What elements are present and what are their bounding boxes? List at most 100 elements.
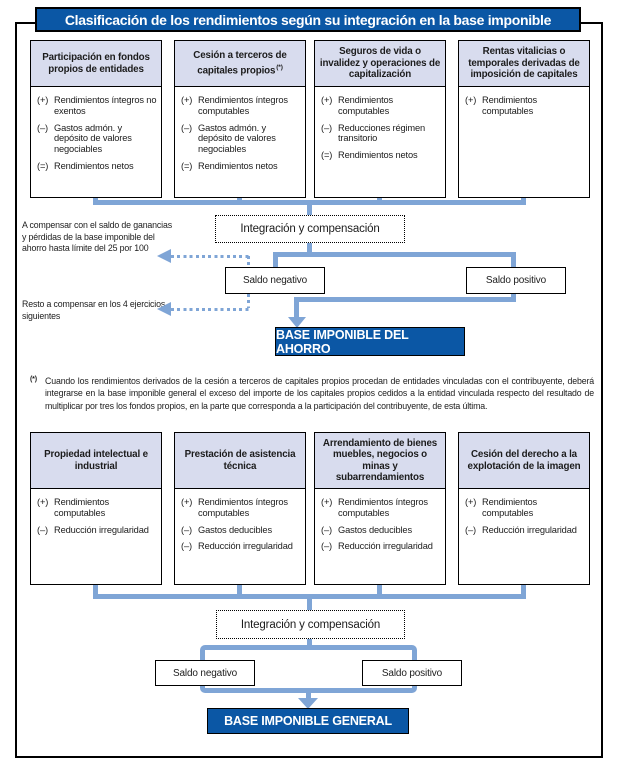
item-text: Reducción irregularidad xyxy=(198,541,293,552)
list-item: (+)Rendimientos íntegros computables xyxy=(321,497,442,519)
list-item: (–)Reducción irregularidad xyxy=(465,525,586,536)
note-remainder: Resto a compensar en los 4 ejercicios si… xyxy=(22,299,166,321)
connector-bus xyxy=(93,594,526,599)
dotted-connector xyxy=(171,308,249,311)
item-sign: (–) xyxy=(465,524,476,535)
saldo-positivo-general: Saldo positivo xyxy=(362,660,462,686)
item-text: Rendimientos netos xyxy=(54,160,134,171)
box-title: Participación en fondos propios de entid… xyxy=(42,52,150,75)
item-sign: (=) xyxy=(181,160,193,171)
list-item: (–) Gastos admón. y depósito de valores n… xyxy=(37,123,158,155)
list-item: (+)Rendimientos computables xyxy=(321,95,442,117)
item-text: Rendimientos netos xyxy=(338,150,418,161)
note-compensation: A compensar con el saldo de ganancias y … xyxy=(22,220,172,253)
item-text: Gastos admón. y depósito de valores nego… xyxy=(54,122,132,155)
connector-drop xyxy=(307,639,312,648)
box-body: (+)Rendimientos computables xyxy=(459,87,589,126)
page-title-text: Clasificación de los rendimientos según … xyxy=(64,11,552,28)
result-label: BASE IMPONIBLE DEL AHORRO xyxy=(276,327,409,356)
integration-label: Integración y compensación xyxy=(240,618,381,631)
page-title: Clasificación de los rendimientos según … xyxy=(35,7,581,32)
item-sign: (+) xyxy=(181,497,193,507)
box-cesion-terceros-capitales: Cesión a terceros de capitales propios(*… xyxy=(174,40,306,198)
item-text: Gastos deducibles xyxy=(338,524,412,535)
box-title: Cesión del derecho a la explotación de l… xyxy=(467,449,581,472)
item-text: Reducciones régimen transitorio xyxy=(338,122,426,144)
base-imponible-ahorro: BASE IMPONIBLE DEL AHORRO xyxy=(275,327,465,356)
box-body: (+)Rendimientos computables (–)Reducción… xyxy=(459,489,589,544)
arrow-down-icon xyxy=(298,698,318,709)
connector-arrow-line xyxy=(306,691,311,700)
list-item: (+) Rendimientos íntegros computables xyxy=(181,497,302,519)
list-item: (–) Reducción irregularidad xyxy=(37,525,158,536)
item-sign: (=) xyxy=(321,150,333,161)
list-item: (–) Reducciones régimen transitorio xyxy=(321,123,442,145)
connector-drop xyxy=(307,205,312,215)
box-body: (+)Rendimientos computables (–) Reduccion… xyxy=(315,87,445,170)
dotted-connector xyxy=(171,255,249,258)
item-text: Rendimientos netos xyxy=(198,160,278,171)
list-item: (=)Rendimientos netos xyxy=(37,161,158,172)
item-text: Rendimientos íntegros computables xyxy=(198,95,288,116)
list-item: (+) Rendimientos íntegros computables xyxy=(181,95,302,117)
item-text: Reducción irregularidad xyxy=(54,524,149,535)
list-item: (–)Reducción irregularidad xyxy=(321,541,442,552)
item-sign: (–) xyxy=(37,524,48,535)
saldo-label: Saldo positivo xyxy=(485,275,547,286)
list-item: (–) Gastos admón. y depósito de valores n… xyxy=(181,123,302,155)
saldo-negativo-ahorro: Saldo negativo xyxy=(225,267,325,294)
box-header: Arrendamiento de bienes muebles, negocio… xyxy=(315,433,445,489)
arrow-left-icon xyxy=(157,249,171,263)
item-text: Reducción irregularidad xyxy=(338,541,433,552)
item-text: Rendimientos computables xyxy=(338,95,394,116)
box-cesion-derecho-imagen: Cesión del derecho a la explotación de l… xyxy=(458,432,590,585)
connector-elbow-left xyxy=(273,252,278,269)
box-seguros-vida-invalidez: Seguros de vida o invalidez y operacione… xyxy=(314,40,446,198)
item-sign: (+) xyxy=(465,95,477,105)
connector-bus xyxy=(93,200,526,205)
arrow-down-icon xyxy=(288,317,306,328)
box-prestacion-asistencia: Prestación de asistencia técnica (+)Rend… xyxy=(174,432,306,585)
item-text: Gastos admón. y depósito de valores nego… xyxy=(198,122,276,155)
arrow-left-icon xyxy=(157,302,171,316)
box-body: (+)Rendimientos íntegros computables (–)… xyxy=(315,489,445,561)
box-header: Cesión a terceros de capitales propios(*… xyxy=(175,41,305,87)
item-sign: (–) xyxy=(181,524,192,535)
item-sign: (+) xyxy=(465,497,477,507)
box-title: Arrendamiento de bienes muebles, negocio… xyxy=(322,437,438,484)
item-text: Rendimientos íntegros no exentos xyxy=(54,95,157,116)
item-sign: (+) xyxy=(37,497,49,507)
item-sign: (–) xyxy=(321,122,332,133)
box-propiedad-intelectual: Propiedad intelectual e industrial (+)Re… xyxy=(30,432,162,585)
box-title-text: Cesión a terceros de capitales propios xyxy=(193,50,287,77)
item-sign: (–) xyxy=(181,122,192,133)
box-title: Cesión a terceros de capitales propios(*… xyxy=(178,50,302,76)
box-header: Seguros de vida o invalidez y operacione… xyxy=(315,41,445,87)
saldo-label: Saldo positivo xyxy=(381,667,443,679)
saldo-negativo-general: Saldo negativo xyxy=(155,660,255,686)
item-sign: (+) xyxy=(181,95,193,105)
box-header: Propiedad intelectual e industrial xyxy=(31,433,161,489)
connector-stub xyxy=(521,584,526,595)
dotted-connector xyxy=(247,256,250,267)
list-item: (–)Gastos deducibles xyxy=(321,525,442,536)
saldo-positivo-ahorro: Saldo positivo xyxy=(466,267,566,294)
integration-box-ahorro: Integración y compensación xyxy=(215,215,405,243)
list-item: (+) Rendimientos íntegros no exentos xyxy=(37,95,158,117)
list-item: (+)Rendimientos computables xyxy=(37,497,158,519)
dotted-connector xyxy=(247,294,250,308)
item-sign: (+) xyxy=(37,95,49,105)
item-sign: (–) xyxy=(37,122,48,133)
box-header: Participación en fondos propios de entid… xyxy=(31,41,161,87)
box-title: Seguros de vida o invalidez y operacione… xyxy=(319,46,441,81)
connector-stub xyxy=(237,584,242,595)
list-item: (+)Rendimientos computables xyxy=(465,95,586,117)
box-body: (+) Rendimientos íntegros computables (–)… xyxy=(175,87,305,181)
item-text: Gastos deducibles xyxy=(198,524,272,535)
item-text: Rendimientos íntegros computables xyxy=(198,497,288,518)
list-item: (–) Gastos deducibles xyxy=(181,525,302,536)
connector-branch xyxy=(273,252,516,257)
result-label: BASE IMPONIBLE GENERAL xyxy=(224,714,392,728)
item-sign: (+) xyxy=(321,497,333,507)
